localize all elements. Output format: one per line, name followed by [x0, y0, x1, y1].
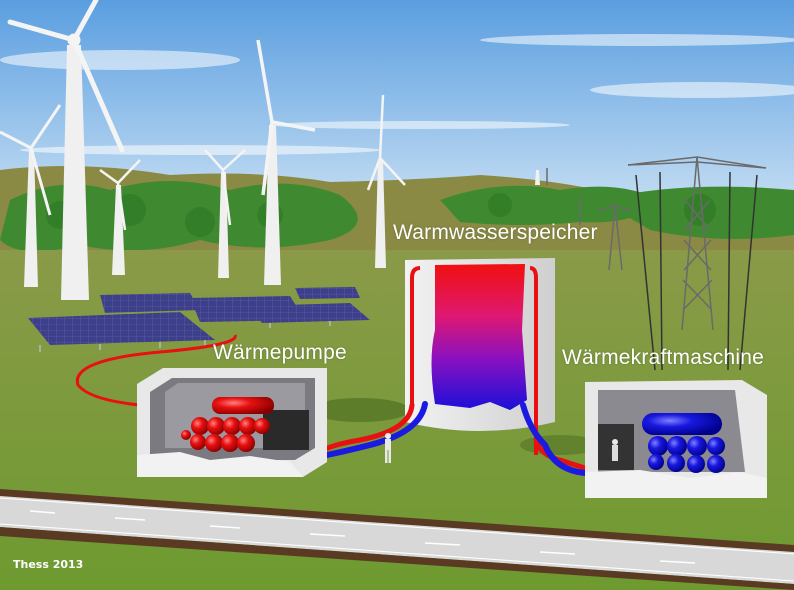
- power-pylons: [546, 156, 767, 371]
- solar-arrays: [28, 287, 370, 352]
- power-cable: [75, 334, 237, 407]
- wind-turbines: [0, 0, 540, 300]
- heat-engine-bunker: [585, 380, 767, 498]
- pipes: [312, 401, 588, 476]
- person-figure: [612, 439, 618, 461]
- person-figure: [385, 433, 391, 463]
- clouds: [0, 34, 794, 155]
- label-hot-water-storage: Warmwasserspeicher: [393, 221, 598, 244]
- road: [0, 489, 794, 590]
- heat-pump-bunker: [137, 368, 327, 477]
- tank-water-gradient: [431, 264, 527, 410]
- label-heat-engine: Wärmekraftmaschine: [562, 346, 764, 369]
- label-heat-pump: Wärmepumpe: [213, 341, 347, 364]
- hot-water-storage-tank: [405, 258, 555, 455]
- credit-text: Thess 2013: [13, 558, 84, 571]
